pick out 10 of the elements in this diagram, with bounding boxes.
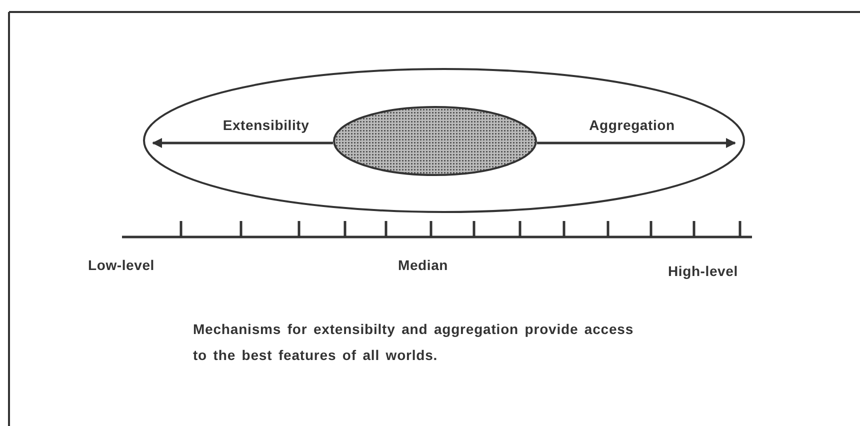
edge-label: Aggregation (589, 117, 675, 133)
ellipse-shape (333, 106, 537, 176)
arrow (152, 138, 333, 148)
scale-label: Median (398, 257, 448, 273)
scale-label: Low-level (88, 257, 154, 273)
scale-label: High-level (668, 263, 738, 279)
caption: Mechanisms for extensibilty and aggregation provide access to the best features of all worlds. (193, 320, 635, 365)
edge-label: Extensibility (222, 117, 310, 133)
arrow (537, 138, 736, 148)
ellipse-shape (143, 68, 745, 213)
